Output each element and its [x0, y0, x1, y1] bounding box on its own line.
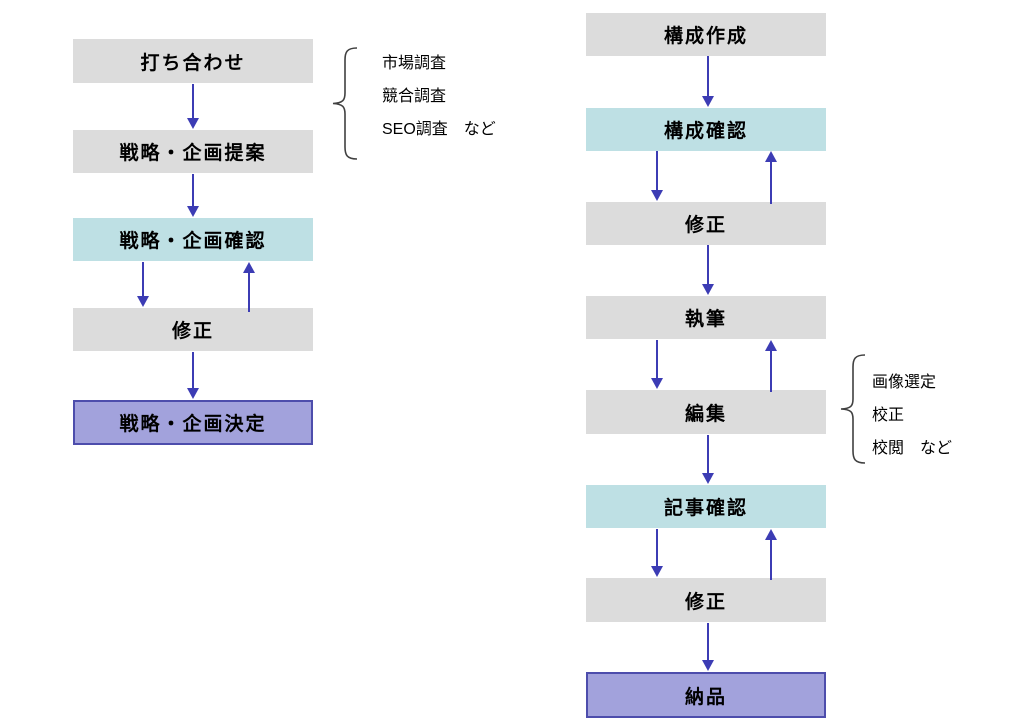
arrow-down-icon: [187, 174, 199, 217]
brace-right-icon: [840, 354, 866, 464]
flow-step-strategy-confirmation: 戦略・企画確認: [73, 218, 313, 261]
arrow-down-icon: [702, 56, 714, 107]
arrow-down-icon: [651, 529, 663, 577]
annotation-item: 市場調査: [382, 55, 447, 72]
brace-left-icon: [332, 47, 358, 160]
arrow-down-icon: [702, 245, 714, 295]
flow-step-strategy-decision: 戦略・企画決定: [73, 400, 313, 445]
flow-step-outline-confirmation: 構成確認: [586, 108, 826, 151]
flow-step-writing: 執筆: [586, 296, 826, 339]
annotation-item: 校正: [872, 407, 905, 424]
flow-step-editing: 編集: [586, 390, 826, 434]
left-annotation-list: 市場調査 競合調査 SEO調査 など: [382, 47, 496, 146]
arrow-down-icon: [702, 623, 714, 671]
annotation-item: 校閲 など: [872, 440, 953, 457]
arrow-down-icon: [187, 352, 199, 399]
arrow-down-icon: [187, 84, 199, 129]
annotation-item: 競合調査: [382, 88, 447, 105]
arrow-up-icon: [765, 151, 777, 204]
arrow-up-icon: [765, 340, 777, 392]
arrow-up-icon: [765, 529, 777, 580]
flow-step-revision: 修正: [586, 202, 826, 245]
flow-step-delivery: 納品: [586, 672, 826, 718]
arrow-down-icon: [651, 151, 663, 201]
flow-step-meeting: 打ち合わせ: [73, 39, 313, 83]
right-annotation-list: 画像選定 校正 校閲 など: [872, 366, 952, 465]
arrow-down-icon: [702, 435, 714, 484]
flow-step-revision: 修正: [73, 308, 313, 351]
annotation-item: 画像選定: [872, 374, 937, 391]
flow-step-strategy-proposal: 戦略・企画提案: [73, 130, 313, 173]
arrow-down-icon: [137, 262, 149, 307]
flow-step-outline-creation: 構成作成: [586, 13, 826, 56]
flow-step-article-confirmation: 記事確認: [586, 485, 826, 528]
annotation-item: SEO調査 など: [382, 121, 496, 138]
arrow-down-icon: [651, 340, 663, 389]
flow-step-revision: 修正: [586, 578, 826, 622]
arrow-up-icon: [243, 262, 255, 312]
